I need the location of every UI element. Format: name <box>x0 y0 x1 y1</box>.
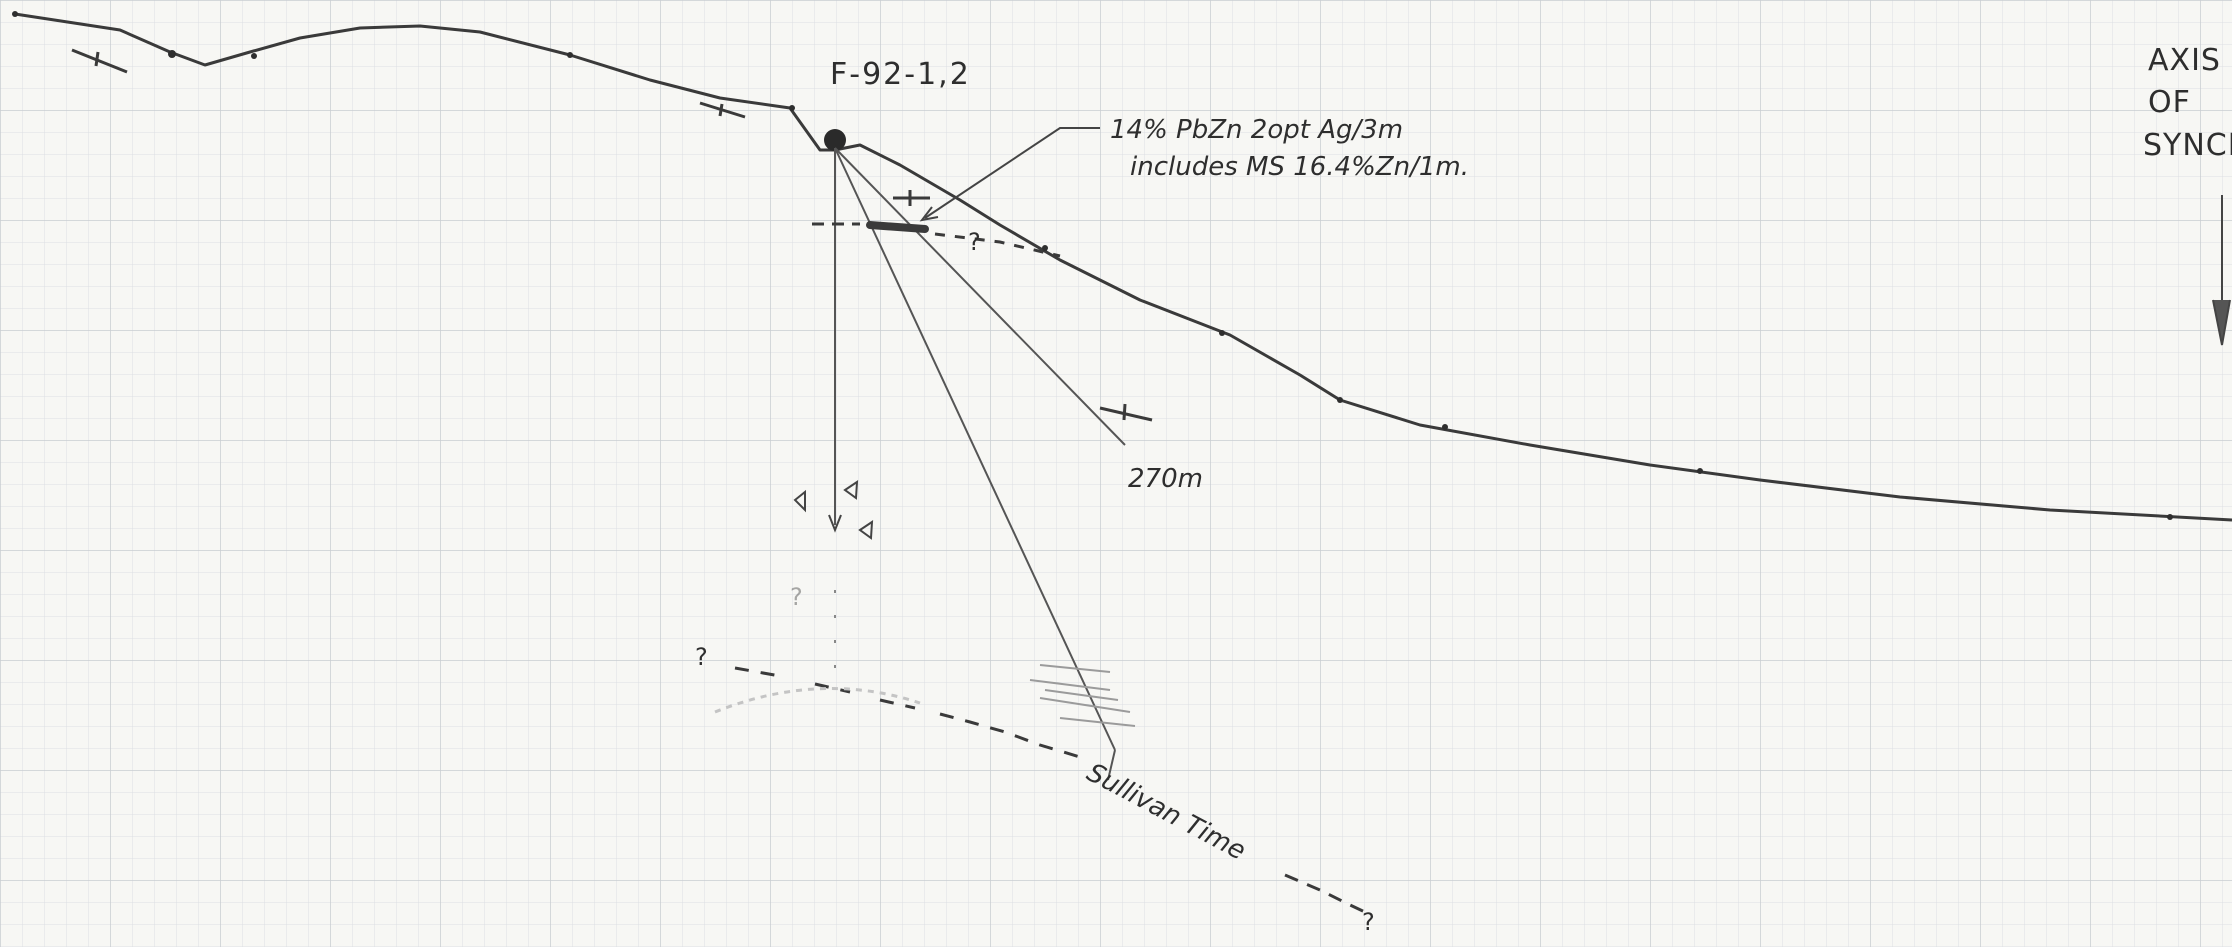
uncertain-mark-left: ? <box>695 643 708 671</box>
sullivan-time-horizon-lower <box>1284 873 1366 914</box>
hole-depth-label: 270m <box>1128 464 1203 494</box>
sample-triangle-markers <box>793 480 874 540</box>
axis-label-line-1: AXIS <box>2148 43 2221 78</box>
profile-station-points <box>12 11 2173 520</box>
drill-hole-traces <box>834 147 1126 781</box>
upper-ore-horizon <box>812 221 1061 258</box>
uncertain-mark-upper: ? <box>968 228 981 256</box>
faint-erased-arc <box>714 687 921 714</box>
syncline-axis-arrow <box>2212 195 2231 346</box>
assay-note-line-2: includes MS 16.4%Zn/1m. <box>1130 152 1469 182</box>
axis-label-line-2: OF <box>2148 85 2191 120</box>
hatched-zone <box>1029 664 1136 727</box>
uncertain-mark-faint: ? <box>790 583 803 611</box>
bedding-symbols <box>71 48 1153 422</box>
uncertain-mark-lower: ? <box>1362 908 1375 936</box>
assay-note-line-1: 14% PbZn 2opt Ag/3m <box>1110 115 1403 145</box>
drill-collar-marker <box>824 129 846 151</box>
axis-label-line-3: SYNCL <box>2143 128 2232 163</box>
vertical-hole-arrowhead <box>828 514 842 533</box>
assay-leader-line <box>919 127 1100 222</box>
drill-hole-label: F-92-1,2 <box>830 57 971 92</box>
topographic-profile <box>14 12 2232 522</box>
